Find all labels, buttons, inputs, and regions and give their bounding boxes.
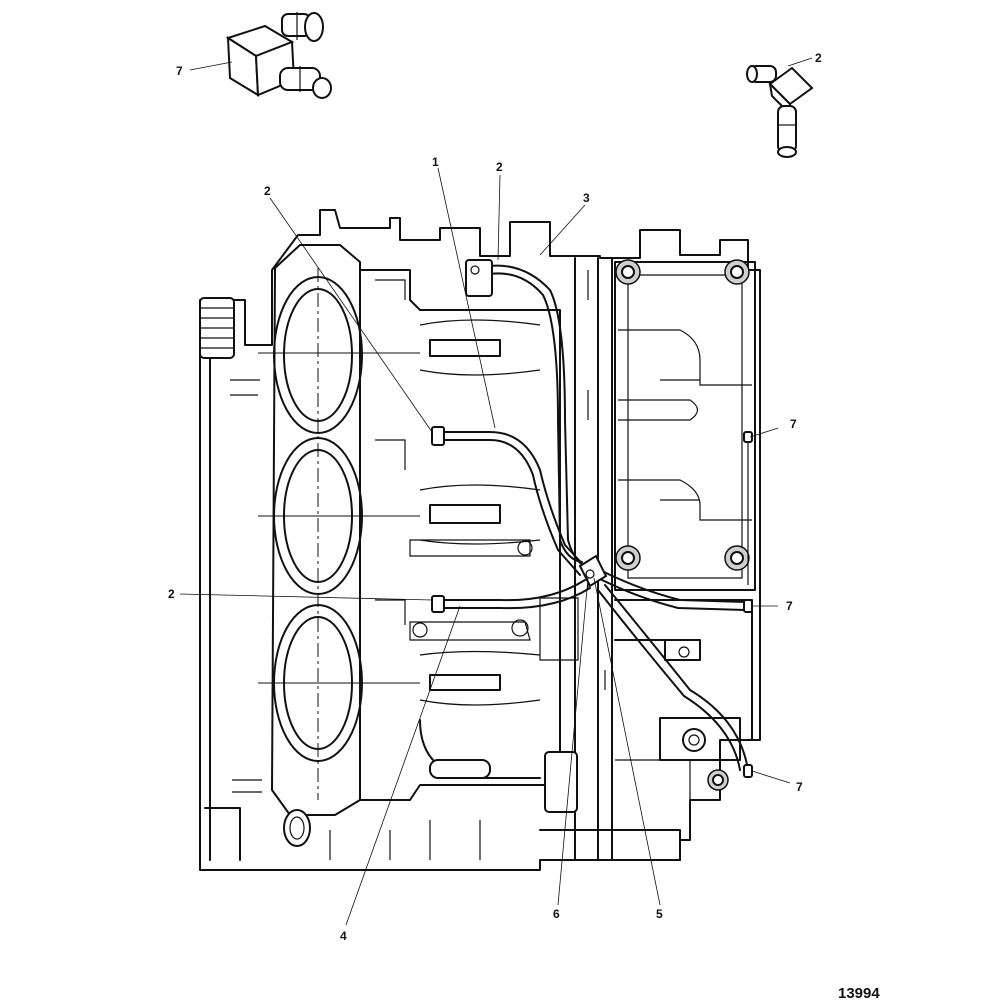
- cover-bolt: [724, 545, 750, 571]
- callout-7-right-2: 7: [786, 599, 793, 613]
- callout-2-left-top: 2: [264, 184, 271, 198]
- engine-block: [199, 209, 761, 871]
- callout-7-right-1: 7: [790, 417, 797, 431]
- cover-bolt: [724, 259, 750, 285]
- callout-4: 4: [340, 929, 347, 943]
- cover-bolt: [707, 769, 729, 791]
- callout-3: 3: [583, 191, 590, 205]
- leader-lines: [179, 57, 813, 926]
- callout-2-top: 2: [496, 160, 503, 174]
- elbow-fitting-detail: [746, 65, 814, 158]
- bleed-hose-routing: [431, 259, 753, 778]
- callout-6: 6: [553, 907, 560, 921]
- callout-7-fitting: 7: [176, 64, 183, 78]
- callout-1: 1: [432, 155, 439, 169]
- callout-7-right-3: 7: [796, 780, 803, 794]
- cover-bolt: [615, 259, 641, 285]
- callout-2-left-mid: 2: [168, 587, 175, 601]
- callout-2-elbow: 2: [815, 51, 822, 65]
- tee-fitting: [578, 554, 608, 588]
- callout-5: 5: [656, 907, 663, 921]
- straight-fitting-detail: [225, 12, 332, 99]
- cover-bolt: [615, 545, 641, 571]
- figure-number: 13994: [838, 985, 880, 1000]
